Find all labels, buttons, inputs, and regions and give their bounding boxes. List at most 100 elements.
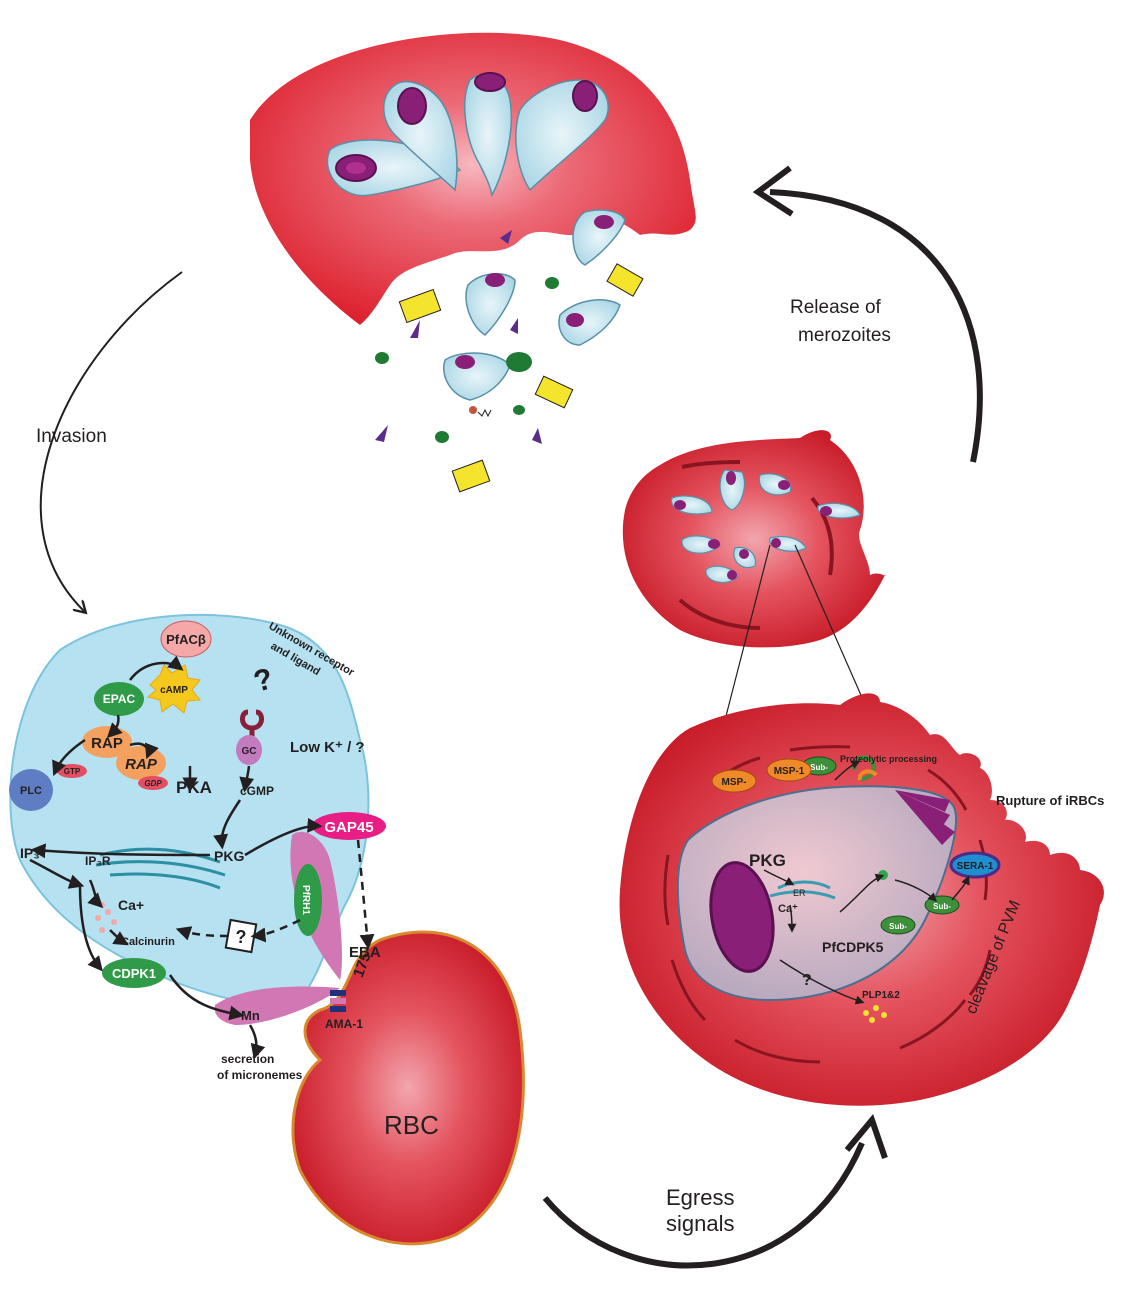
cdpk1-node: CDPK1 xyxy=(102,958,166,988)
debris-granule xyxy=(506,352,532,372)
egress-arrow-head xyxy=(844,1113,888,1159)
released-merozoite xyxy=(572,209,626,266)
svg-text:PLC: PLC xyxy=(20,785,42,797)
plc-node: PLC xyxy=(9,769,53,811)
schizont-merozoite xyxy=(719,469,745,511)
pvm-segment xyxy=(681,460,741,469)
svg-text:GDP: GDP xyxy=(144,779,162,788)
svg-text:EPAC: EPAC xyxy=(103,692,136,706)
schizont-question: ? xyxy=(802,972,812,989)
large-schizont: Sub- Sub- Sub- MSP- MSP-1 SERA-1 xyxy=(619,693,1104,1106)
release-label-line2: merozoites xyxy=(798,325,891,346)
invasion-label: Invasion xyxy=(36,426,107,447)
calcineurin-label: Calcinurin xyxy=(121,936,175,948)
debris-shard xyxy=(510,318,518,334)
svg-text:PfACβ: PfACβ xyxy=(166,632,206,647)
svg-text:RAP: RAP xyxy=(125,756,158,773)
gc-node: GC xyxy=(236,735,262,765)
schizont-pkg-label: PKG xyxy=(749,851,786,870)
msp-protein: MSP- xyxy=(711,769,757,793)
pvm-segment xyxy=(810,496,834,576)
svg-text:SERA-1: SERA-1 xyxy=(957,861,994,872)
rupture-label: Rupture of iRBCs xyxy=(996,793,1104,808)
small-schizont xyxy=(622,430,887,648)
ca-label: Ca+ xyxy=(118,897,144,913)
low-k-label: Low K⁺ / ? xyxy=(290,739,365,756)
schizont-ca-label: Ca⁺ xyxy=(778,903,798,915)
pkg-label: PKG xyxy=(214,848,244,864)
unknown-box: ? xyxy=(224,918,258,954)
svg-text:RAP: RAP xyxy=(91,735,123,752)
sub-protease: Sub- xyxy=(880,915,916,935)
rhoptry xyxy=(895,790,950,812)
ip3-label: IP₃ xyxy=(20,845,40,861)
microneme xyxy=(214,986,340,1025)
membrane-fragment xyxy=(534,375,574,409)
svg-text:cAMP: cAMP xyxy=(160,685,188,696)
plp-label: PLP1&2 xyxy=(862,990,900,1001)
debris-granule xyxy=(513,405,525,415)
er-organelle xyxy=(769,880,836,900)
svg-text:GAP45: GAP45 xyxy=(324,819,373,836)
proteolytic-label: Proteolytic processing xyxy=(840,754,937,764)
er-label: ER xyxy=(793,888,806,898)
nucleus xyxy=(709,861,775,973)
svg-text:MSP-: MSP- xyxy=(722,777,747,788)
rhoptry xyxy=(895,790,955,845)
membrane-fragment xyxy=(606,263,644,297)
epac-node: EPAC xyxy=(94,682,144,716)
egress-label-line2: signals xyxy=(666,1211,734,1236)
gdp-node: GDP xyxy=(138,776,168,790)
msp1-protein: MSP-1 xyxy=(766,758,812,782)
release-arrow-head xyxy=(752,165,794,217)
rbc-label: RBC xyxy=(384,1110,439,1140)
er-stack xyxy=(95,847,226,890)
released-merozoite xyxy=(443,352,511,401)
released-merozoite xyxy=(465,273,516,336)
rbc xyxy=(291,930,525,1246)
processed-msp xyxy=(857,769,878,781)
svg-text:Sub-: Sub- xyxy=(810,763,828,772)
pvm-segment xyxy=(678,598,761,630)
membrane-fragment xyxy=(451,459,491,493)
sub1-granule xyxy=(878,870,888,880)
svg-text:Sub-: Sub- xyxy=(889,922,907,931)
sera1-protein: SERA-1 xyxy=(949,851,1001,879)
debris-granule xyxy=(435,431,449,443)
svg-text:MSP-1: MSP-1 xyxy=(774,766,805,777)
gtp-node: GTP xyxy=(57,764,87,778)
merozoite-inside xyxy=(464,72,513,198)
invading-merozoite: RBC PfACβ ATP cAMP EPAC RAP GTP xyxy=(9,613,525,1246)
svg-text:PfRH1: PfRH1 xyxy=(300,885,311,915)
secretion-label-line1: secretion xyxy=(221,1052,274,1066)
released-merozoite xyxy=(558,299,621,346)
pfrh1-node: PfRH1 xyxy=(294,864,322,936)
pka-label: PKA xyxy=(176,778,212,797)
ama1-junction xyxy=(330,990,346,996)
release-label-line1: Release of xyxy=(790,297,882,318)
egress-label-line1: Egress xyxy=(666,1185,734,1210)
debris-dot xyxy=(469,406,477,414)
svg-text:GC: GC xyxy=(242,746,257,757)
svg-text:CDPK1: CDPK1 xyxy=(112,966,156,981)
gap45-node: GAP45 xyxy=(312,812,386,840)
debris-squiggle xyxy=(477,408,492,418)
secretion-label-line2: of micronemes xyxy=(217,1068,303,1082)
zoom-line xyxy=(724,544,771,721)
invasion-arrow xyxy=(39,271,183,612)
debris-shard xyxy=(375,425,388,442)
rap-gdp-node: RAP xyxy=(116,746,166,780)
ama1-junction xyxy=(330,998,346,1004)
debris-shard xyxy=(532,428,542,444)
merozoite-inside xyxy=(515,79,609,192)
egress-arrow xyxy=(542,1141,865,1269)
pfcdpk5-label: PfCDPK5 xyxy=(822,939,884,955)
svg-text:Sub-: Sub- xyxy=(933,902,951,911)
ama1-label: AMA-1 xyxy=(325,1017,363,1031)
merozoite-inside xyxy=(383,81,458,192)
plp-granules xyxy=(863,1005,887,1023)
debris-granule xyxy=(375,352,389,364)
mn-label: Mn xyxy=(241,1008,260,1023)
